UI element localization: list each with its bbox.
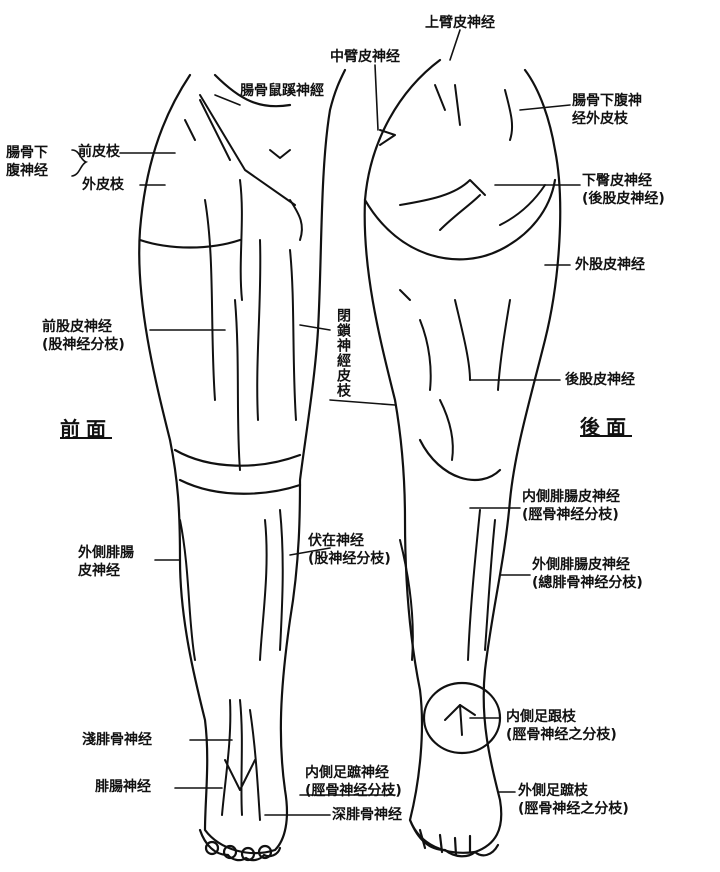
back-leg-nerves xyxy=(379,84,546,736)
middle-arm-cutaneous-label: 中臂皮神经 xyxy=(330,49,400,65)
lateral-plantar-label: 外側足蹠枝 (脛骨神经之分枝) xyxy=(518,783,629,817)
upper-arm-cutaneous-label: 上臂皮神经 xyxy=(425,15,495,31)
medial-calcaneal-label: 内側足跟枝 (脛骨神经之分枝) xyxy=(506,709,617,743)
lateral-sural-back-label: 外側腓腸皮神经 (總腓骨神经分枝) xyxy=(532,557,643,591)
lateral-branch-label: 外皮枝 xyxy=(82,177,124,193)
obturator-label: 閉鎖神經皮枝 xyxy=(335,308,351,398)
deep-peroneal-label: 深腓骨神经 xyxy=(332,807,402,823)
anterior-branch-label: 前皮枝 xyxy=(78,144,120,160)
lower-arm-cutaneous-label: 下臀皮神经 (後股皮神经) xyxy=(582,173,665,207)
medial-plantar-label: 内側足蹠神经 (脛骨神经分枝) xyxy=(305,765,402,799)
leader-lines xyxy=(71,29,581,816)
front-leg-outline xyxy=(138,68,347,862)
sural-label: 腓腸神经 xyxy=(95,779,151,795)
medial-sural-label: 内側腓腸皮神经 (脛骨神经分枝) xyxy=(522,489,620,523)
posterior-femoral-label: 後股皮神经 xyxy=(565,372,635,388)
anterior-femoral-label: 前股皮神经 (股神经分枝) xyxy=(42,319,125,353)
iliohypogastric-lateral-label: 腸骨下腹神 经外皮枝 xyxy=(572,93,642,127)
iliohypogastric-lumbar-label: 腸骨鼠蹊神經 xyxy=(240,83,324,99)
front-view-label: 前面 xyxy=(60,417,112,441)
saphenous-label: 伏在神经 (股神经分枝) xyxy=(308,533,391,567)
ilio-lower-label: 腸骨下 腹神经 xyxy=(6,145,48,179)
lateral-femoral-label: 外股皮神经 xyxy=(575,257,645,273)
front-leg-nerves xyxy=(179,94,303,821)
back-view-label: 後面 xyxy=(580,415,632,439)
superficial-peroneal-label: 淺腓骨神经 xyxy=(82,732,152,748)
lateral-sural-front-label: 外側腓腸 皮神经 xyxy=(78,545,134,579)
